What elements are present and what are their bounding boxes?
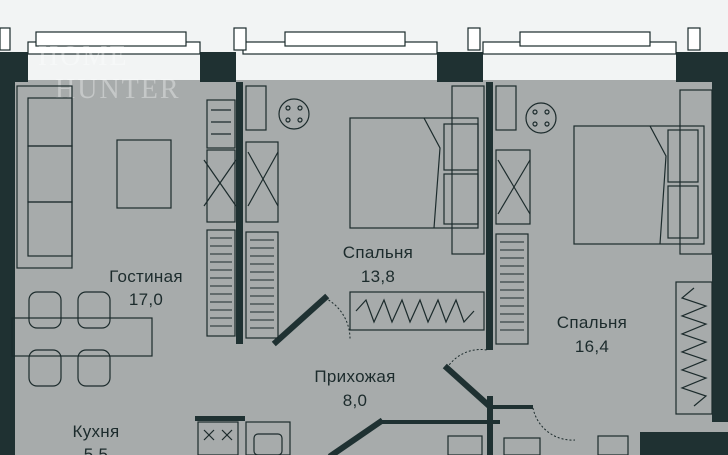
room-name-bedroom-2: Спальня xyxy=(557,313,627,332)
wardrobe-icon xyxy=(675,281,713,415)
bed-icon xyxy=(573,89,713,255)
room-area-bedroom-1: 13,8 xyxy=(361,267,395,286)
shelving-icon xyxy=(250,239,274,329)
windows xyxy=(0,27,701,55)
watermark-line1: HOME xyxy=(38,41,128,72)
wardrobe-icon xyxy=(245,85,279,339)
room-area-kitchen: 5,5 xyxy=(84,445,109,455)
wardrobe-icon xyxy=(495,85,531,345)
floor-area xyxy=(12,80,728,455)
wardrobe-icon xyxy=(203,99,237,337)
walls xyxy=(0,52,728,455)
bed-icon xyxy=(349,85,485,255)
room-name-living: Гостиная xyxy=(109,267,183,286)
shelving-icon xyxy=(210,237,232,327)
room-name-kitchen: Кухня xyxy=(73,422,120,441)
dining-table-icon xyxy=(11,291,153,387)
washbasin-icon xyxy=(447,435,629,455)
room-name-bedroom-1: Спальня xyxy=(343,243,413,262)
room-area-hallway: 8,0 xyxy=(343,391,368,410)
wardrobe-icon xyxy=(349,291,485,331)
stove-icon xyxy=(197,421,239,455)
corridor-walls xyxy=(271,293,492,455)
coffee-table-icon xyxy=(116,139,172,209)
sink-icon xyxy=(245,421,291,455)
plant-icon xyxy=(525,102,557,134)
room-name-hallway: Прихожая xyxy=(314,367,395,386)
room-area-living: 17,0 xyxy=(129,290,163,309)
room-area-bedroom-2: 16,4 xyxy=(575,337,609,356)
plant-icon xyxy=(278,98,310,130)
shelving-icon xyxy=(500,241,524,331)
watermark-line2: HUNTER xyxy=(55,74,181,105)
sofa-icon xyxy=(16,85,73,269)
door-swings xyxy=(324,297,576,441)
